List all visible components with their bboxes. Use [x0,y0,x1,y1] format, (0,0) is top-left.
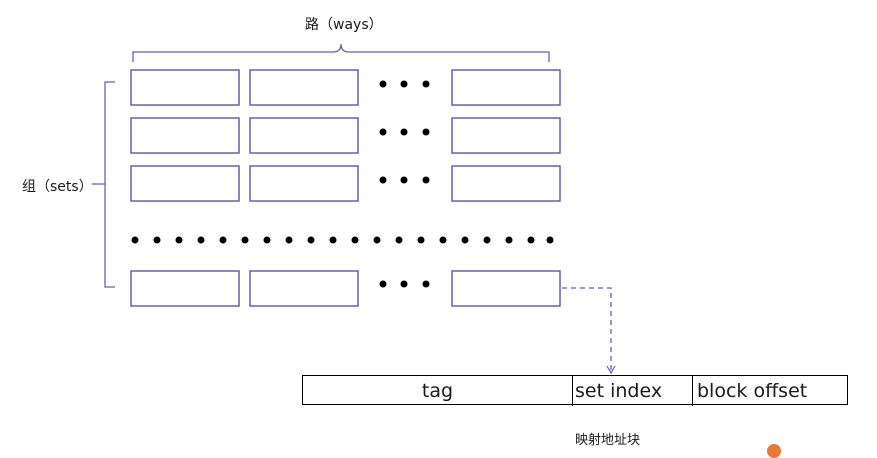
cache-block [130,165,240,202]
ways-label: 路（ways） [305,17,383,33]
cache-block [249,117,359,154]
cache-block [130,117,240,154]
ellipsis-dot [422,128,430,136]
ellipsis-dot [379,280,387,288]
cache-block [249,69,359,106]
sets-label: 组（sets） [22,179,93,195]
mapping-connector [562,287,612,370]
cache-block [130,69,240,106]
separator-dot [175,236,183,244]
address-field-block-offset: block offset [697,380,808,402]
separator-dot [329,236,337,244]
logo-icon [767,444,781,458]
ellipsis-dot [422,176,430,184]
ways-bracket [132,43,550,62]
cache-row [130,117,561,154]
address-bar: tag set index block offset [302,375,848,406]
separator-dot [461,236,469,244]
separator-dot [241,236,249,244]
separator-dot [439,236,447,244]
cache-block [451,165,561,202]
ellipsis-dot [400,176,408,184]
separator-dot [505,236,513,244]
cache-block [130,270,240,307]
separator-dot [263,236,271,244]
separator-dot [395,236,403,244]
address-caption: 映射地址块 [575,433,641,448]
separator-dot [153,236,161,244]
ellipsis-dot [400,128,408,136]
ellipsis-dot [422,80,430,88]
separator-dot [351,236,359,244]
cache-block [451,69,561,106]
separator-dot [546,236,554,244]
separator-dot [197,236,205,244]
ellipsis-dot [379,176,387,184]
ellipsis-dot [400,280,408,288]
separator-dot [219,236,227,244]
cache-row [130,69,561,106]
separator-dot [307,236,315,244]
cache-row [130,165,561,202]
ellipsis-dot [379,80,387,88]
ellipsis-dot [379,128,387,136]
separator-dot [527,236,535,244]
sets-bracket [92,81,115,288]
separator-dot [131,236,139,244]
address-field-set-index: set index [573,376,693,406]
rows-ellipsis [131,236,554,244]
cache-row-last [130,270,561,307]
address-field-tag: tag [303,376,573,406]
separator-dot [417,236,425,244]
cache-block-mapped [451,270,561,307]
ellipsis-dot [400,80,408,88]
cache-block [249,165,359,202]
cache-block [249,270,359,307]
connector-arrow [606,365,616,375]
separator-dot [373,236,381,244]
separator-dot [483,236,491,244]
separator-dot [285,236,293,244]
cache-block [451,117,561,154]
ellipsis-dot [422,280,430,288]
